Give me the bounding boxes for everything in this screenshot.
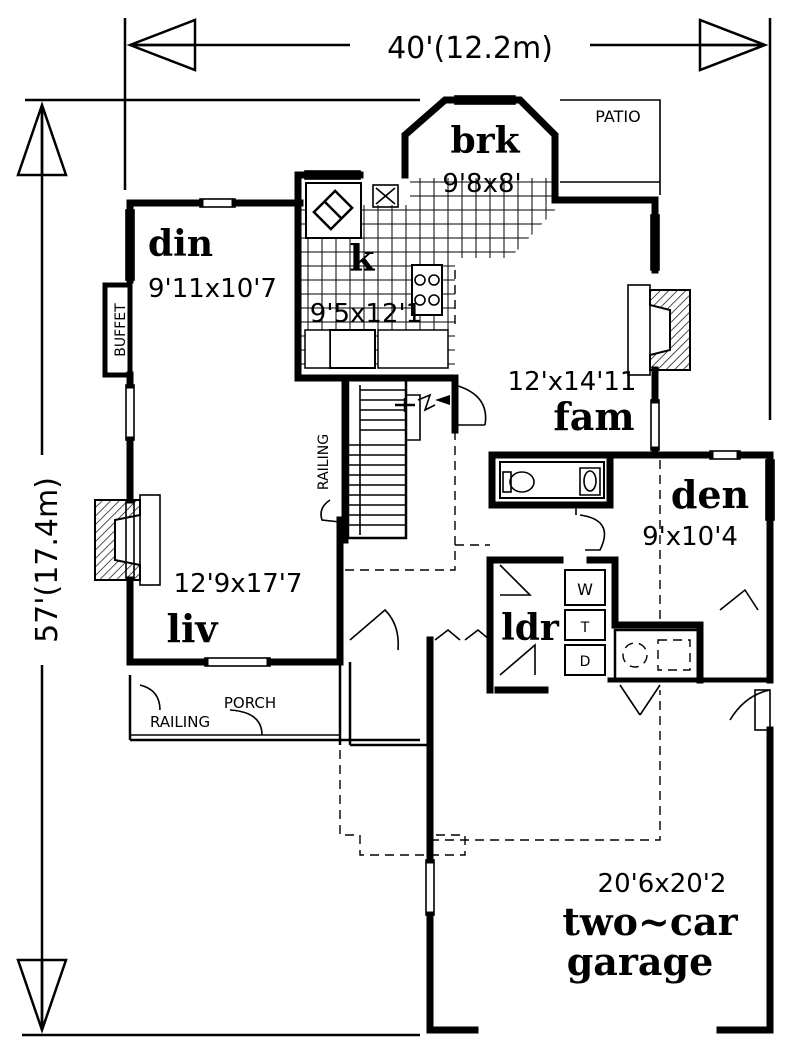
patio-label: PATIO <box>595 107 640 126</box>
stair-railing-label: RAILING <box>316 434 332 490</box>
room-living: 12'9x17'7 liv <box>167 569 303 651</box>
powder-room <box>499 461 606 551</box>
room-family: 12'x14'11 fam <box>508 367 637 439</box>
family-fireplace <box>627 284 691 376</box>
room-laundry: ldr <box>501 607 560 649</box>
laundry-name: ldr <box>501 607 560 649</box>
porch-railing-label: RAILING <box>150 713 210 731</box>
walls <box>102 96 774 1034</box>
garage-size: 20'6x20'2 <box>598 869 727 899</box>
dryer-label: D <box>580 654 591 670</box>
room-den: den 9'x10'4 <box>642 472 749 552</box>
windows <box>125 95 775 916</box>
porch-label: PORCH <box>224 694 276 712</box>
laundry-fixtures: W T D <box>499 564 606 676</box>
staircase <box>346 378 487 540</box>
kitchen-name: k <box>350 238 376 280</box>
living-size: 12'9x17'7 <box>174 569 303 599</box>
family-size: 12'x14'11 <box>508 367 637 397</box>
dining-size: 9'11x10'7 <box>148 274 277 304</box>
width-label: 40'(12.2m) <box>387 31 553 66</box>
garage-name-line1: two~car <box>562 899 738 944</box>
tub-label: T <box>580 620 590 636</box>
room-kitchen: k 9'5x12'1 <box>310 238 422 329</box>
depth-dimension: 57'(17.4m) <box>16 98 420 1037</box>
depth-label: 57'(17.4m) <box>30 477 65 643</box>
mechanical-closet <box>613 628 702 716</box>
dining-name: din <box>148 223 213 265</box>
buffet-label: BUFFET <box>113 303 129 357</box>
breakfast-name: brk <box>450 120 520 162</box>
width-dimension: 40'(12.2m) <box>123 18 772 420</box>
stair-railing: RAILING <box>316 434 341 523</box>
family-name: fam <box>553 394 634 439</box>
patio: PATIO <box>560 99 661 195</box>
dashed-lines <box>299 270 661 856</box>
garage-name-line2: garage <box>567 939 714 984</box>
washer-label: W <box>577 580 593 599</box>
stair-treads <box>348 389 406 526</box>
room-garage: 20'6x20'2 two~car garage <box>562 869 738 984</box>
den-name: den <box>671 472 749 517</box>
den-size: 9'x10'4 <box>642 522 738 552</box>
room-dining: din 9'11x10'7 <box>148 223 277 304</box>
doors <box>349 588 771 731</box>
living-fireplace <box>94 494 161 586</box>
kitchen-fixtures <box>304 182 449 369</box>
breakfast-size: 9'8x8' <box>442 169 521 199</box>
porch: PORCH RAILING <box>128 662 430 747</box>
living-name: liv <box>167 606 220 651</box>
kitchen-size: 9'5x12'1 <box>310 299 422 329</box>
room-breakfast: brk 9'8x8' <box>442 120 521 199</box>
